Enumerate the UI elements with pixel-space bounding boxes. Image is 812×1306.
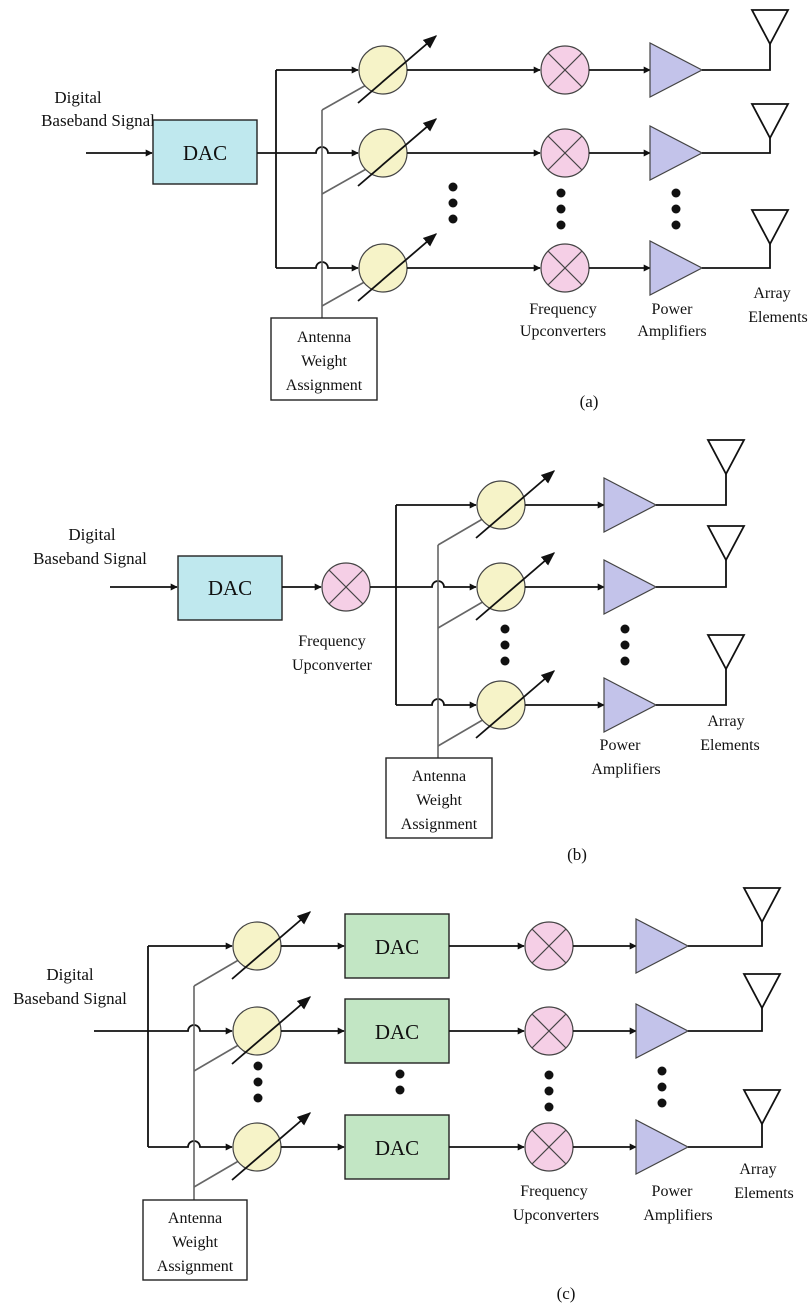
array-label-line2: Elements (700, 737, 760, 754)
power-amplifier-3 (635, 1119, 690, 1175)
dac-block (152, 119, 258, 185)
antenna-1 (656, 439, 746, 506)
upconverters-label-line2: Upconverters (520, 323, 606, 340)
upconverter-label-line1: Frequency (298, 633, 366, 650)
input-label-line1: Digital (68, 525, 115, 544)
branch-wire-3 (276, 261, 359, 272)
power-amplifier-1 (603, 477, 658, 533)
weight-label-line3: Assignment (401, 816, 478, 833)
array-label-line2: Elements (748, 309, 808, 326)
caption-a: (a) (580, 392, 599, 411)
dac-label-1: DAC (375, 935, 419, 959)
antenna-weight-assignment-block (142, 1199, 248, 1281)
upconverters-label-line1: Frequency (520, 1183, 588, 1200)
control-line-2 (321, 167, 369, 195)
input-label-line2: Baseband Signal (33, 549, 147, 568)
dac-label: DAC (183, 141, 227, 165)
weight-label-line1: Antenna (412, 768, 466, 785)
mixer (321, 562, 371, 612)
array-label-line1: Array (753, 285, 790, 302)
antenna-2 (656, 525, 746, 588)
antenna-3 (688, 1089, 782, 1148)
ellipsis-dots (448, 182, 681, 230)
phase-shifter-1 (357, 35, 438, 104)
dac-block-3 (344, 1114, 450, 1180)
mixer-1 (540, 45, 590, 95)
ellipsis-dots (253, 1061, 667, 1112)
upconverter-label-line2: Upconverter (292, 657, 373, 674)
caption-b: (b) (567, 845, 587, 864)
panel-b: Digital Baseband Signal DAC Frequency Up… (33, 439, 760, 864)
amplifiers-label-line2: Amplifiers (637, 323, 706, 340)
dac-label-3: DAC (375, 1136, 419, 1160)
phase-shifter-2 (231, 996, 312, 1065)
antenna-2 (688, 973, 782, 1032)
upconverters-label-line1: Frequency (529, 301, 597, 318)
mixer-2 (524, 1006, 574, 1056)
control-line-2 (193, 1042, 243, 1072)
antenna-weight-assignment-block (270, 317, 378, 401)
weight-label-line3: Assignment (286, 377, 363, 394)
power-amplifier-2 (635, 1003, 690, 1059)
array-label-line1: Array (707, 713, 744, 730)
power-amplifier-1 (635, 918, 690, 974)
amplifiers-label-line1: Power (600, 737, 642, 754)
mixer-2 (540, 128, 590, 178)
panel-c: Digital Baseband Signal DAC DAC (13, 887, 794, 1303)
amplifiers-label-line1: Power (652, 1183, 694, 1200)
control-line-3 (321, 279, 369, 307)
branch-wire-2 (148, 1024, 233, 1035)
branch-wire-2 (396, 580, 477, 591)
antenna-weight-assignment-block (385, 757, 493, 839)
array-label-line1: Array (739, 1161, 776, 1178)
control-line-1 (193, 957, 243, 987)
ellipsis-dots (500, 624, 630, 666)
caption-c: (c) (557, 1284, 576, 1303)
control-line-1 (321, 83, 369, 111)
branch-wire-3 (148, 1140, 233, 1151)
power-amplifier-2 (649, 125, 704, 181)
phase-shifter-3 (357, 233, 438, 302)
control-line-3 (193, 1158, 243, 1188)
antenna-2 (702, 103, 790, 154)
dac-block (177, 555, 283, 621)
power-amplifier-3 (603, 677, 658, 733)
mixer-3 (540, 243, 590, 293)
dac-label-2: DAC (375, 1020, 419, 1044)
weight-label-line1: Antenna (168, 1210, 222, 1227)
control-line-1 (437, 516, 487, 546)
input-label-line2: Baseband Signal (41, 111, 155, 130)
input-label-line1: Digital (46, 965, 93, 984)
dac-block-2 (344, 998, 450, 1064)
mixer-3 (524, 1122, 574, 1172)
amplifiers-label-line2: Amplifiers (643, 1207, 712, 1224)
input-label-line2: Baseband Signal (13, 989, 127, 1008)
weight-label-line2: Weight (172, 1234, 218, 1251)
antenna-3 (656, 634, 746, 706)
dac-label: DAC (208, 576, 252, 600)
power-amplifier-3 (649, 240, 704, 296)
control-line-3 (437, 717, 487, 747)
input-label-line1: Digital (54, 88, 101, 107)
amplifiers-label-line2: Amplifiers (591, 761, 660, 778)
weight-label-line1: Antenna (297, 329, 351, 346)
panel-a: Digital Baseband Signal DAC (41, 9, 808, 411)
antenna-3 (702, 209, 790, 269)
array-label-line2: Elements (734, 1185, 794, 1202)
mixer-1 (524, 921, 574, 971)
weight-label-line2: Weight (416, 792, 462, 809)
power-amplifier-2 (603, 559, 658, 615)
control-line-2 (437, 599, 487, 629)
upconverters-label-line2: Upconverters (513, 1207, 599, 1224)
weight-label-line2: Weight (301, 353, 347, 370)
branch-wire-2 (276, 146, 359, 157)
antenna-1 (688, 887, 782, 947)
amplifiers-label-line1: Power (652, 301, 694, 318)
branch-wire-3 (396, 698, 477, 709)
antenna-1 (702, 9, 790, 71)
dac-block-1 (344, 913, 450, 979)
power-amplifier-1 (649, 42, 704, 98)
weight-label-line3: Assignment (157, 1258, 234, 1275)
